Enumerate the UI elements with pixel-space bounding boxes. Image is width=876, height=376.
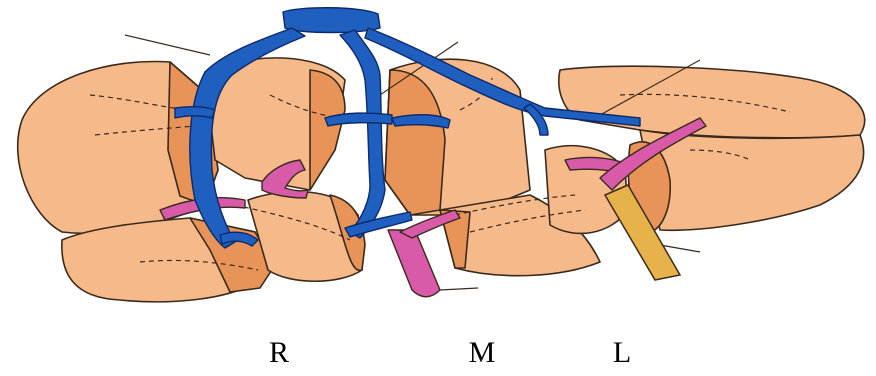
label-middle-segment: M [469,338,496,368]
pointer-line-portal [440,288,478,290]
label-left-segment: L [613,338,631,368]
label-right-segment: R [269,338,289,368]
portal-vein-main [388,230,440,297]
plane-line-right [125,35,210,55]
segment-left-upper [559,66,865,137]
segment-left-lower [640,130,864,230]
right-hepatic-vein-branch [175,107,215,118]
segment-right-anterior-upper-dark [310,70,345,190]
inferior-vena-cava [283,8,380,33]
